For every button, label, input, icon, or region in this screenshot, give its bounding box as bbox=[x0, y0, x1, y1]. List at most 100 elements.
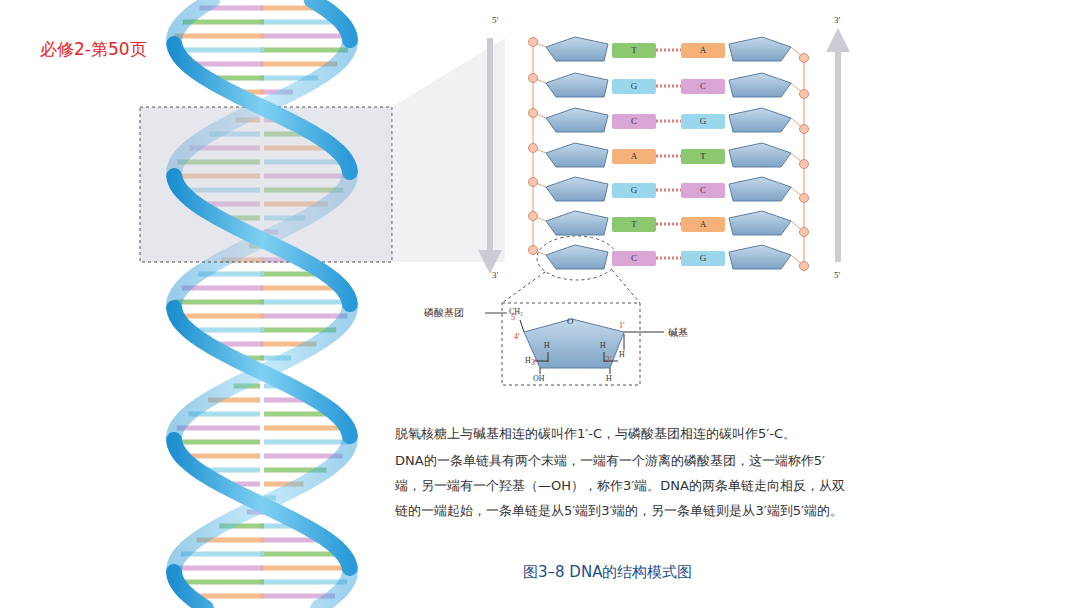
base-box: G bbox=[612, 79, 656, 94]
base-rung bbox=[176, 48, 264, 53]
end-label: 5′ bbox=[492, 15, 498, 25]
part-name: 磷酸基团 bbox=[424, 306, 464, 320]
bond bbox=[540, 368, 541, 374]
base-box: G bbox=[681, 251, 725, 266]
hydrogen-bond bbox=[656, 257, 681, 260]
base-box: T bbox=[612, 217, 656, 232]
helix-ribbon bbox=[174, 44, 350, 608]
base-rung bbox=[260, 48, 348, 53]
hydrogen-bond bbox=[656, 120, 681, 123]
hydrogen-bond bbox=[656, 85, 681, 88]
phosphate bbox=[529, 246, 538, 255]
phosphate bbox=[529, 38, 538, 47]
base-letter: C bbox=[700, 81, 706, 91]
base-letter: G bbox=[631, 185, 638, 195]
deoxyribose bbox=[546, 245, 608, 269]
zoom-line bbox=[502, 272, 545, 303]
zoom-projection bbox=[392, 38, 505, 262]
atom-label: H bbox=[619, 350, 625, 359]
atom-label: H bbox=[600, 341, 606, 350]
hydrogen-bond bbox=[656, 223, 681, 226]
base-letter: G bbox=[631, 81, 638, 91]
carbon-number: 3′ bbox=[531, 358, 537, 367]
base-letter: C bbox=[631, 253, 637, 263]
part-name: 碱基 bbox=[668, 326, 688, 340]
base-rung bbox=[264, 440, 350, 445]
deoxyribose bbox=[729, 245, 791, 269]
atom-label: H bbox=[525, 356, 531, 365]
base-rung bbox=[260, 300, 350, 305]
base-rung bbox=[175, 34, 264, 39]
base-box: T bbox=[612, 43, 656, 58]
note: 脱氧核糖上与碱基相连的碳叫作1′-C，与磷酸基团相连的碳叫作5′-C。 bbox=[395, 424, 796, 444]
phosphate bbox=[800, 90, 809, 99]
base-letter: C bbox=[700, 185, 706, 195]
page-ref: 必修2-第50页 bbox=[40, 38, 147, 61]
base-rung bbox=[260, 566, 350, 571]
base-box: G bbox=[681, 114, 725, 129]
base-box: C bbox=[612, 251, 656, 266]
atom-label: H bbox=[606, 374, 612, 383]
phosphate bbox=[800, 194, 809, 203]
phosphate bbox=[529, 212, 538, 221]
base-letter: T bbox=[631, 219, 637, 229]
figure-caption: 图3–8 DNA的结构模式图 bbox=[523, 563, 692, 582]
note: DNA的一条单链具有两个末端，一端有一个游离的磷酸基团，这一端称作5′端，另一端… bbox=[395, 448, 850, 523]
deoxyribose bbox=[729, 177, 791, 201]
base-rung bbox=[174, 440, 260, 445]
base-letter: A bbox=[700, 219, 707, 229]
base-rung bbox=[260, 580, 347, 585]
zoom-box bbox=[502, 303, 640, 385]
base-letter: T bbox=[700, 151, 706, 161]
hydrogen-bond bbox=[656, 155, 681, 158]
deoxyribose bbox=[546, 108, 608, 132]
strand-direction-arrow bbox=[487, 38, 493, 262]
atom-label: H bbox=[544, 341, 550, 350]
deoxyribose bbox=[546, 73, 608, 97]
end-label: 5′ bbox=[834, 270, 840, 280]
carbon-number: 1′ bbox=[619, 321, 625, 330]
deoxyribose bbox=[729, 143, 791, 167]
base-letter: T bbox=[631, 45, 637, 55]
bond bbox=[520, 320, 524, 332]
base-letter: A bbox=[631, 151, 638, 161]
base-rung bbox=[260, 314, 348, 319]
base-rung bbox=[177, 426, 260, 431]
atom-label: OH bbox=[533, 374, 545, 383]
carbon-number: 2′ bbox=[606, 355, 612, 364]
phosphate bbox=[800, 160, 809, 169]
bond bbox=[624, 332, 664, 333]
base-box: A bbox=[681, 43, 725, 58]
carbon-number: 4′ bbox=[514, 332, 520, 341]
base-rung bbox=[176, 314, 264, 319]
base-box: A bbox=[681, 217, 725, 232]
base-box: C bbox=[681, 183, 725, 198]
base-rung bbox=[264, 426, 347, 431]
base-box: G bbox=[612, 183, 656, 198]
atom-label: O bbox=[567, 316, 574, 326]
phosphate bbox=[529, 109, 538, 118]
deoxyribose bbox=[546, 177, 608, 201]
base-letter: A bbox=[700, 45, 707, 55]
carbon-number: 5′ bbox=[511, 313, 517, 322]
deoxyribose bbox=[546, 143, 608, 167]
deoxyribose bbox=[546, 211, 608, 235]
base-rung bbox=[174, 300, 264, 305]
base-letter: G bbox=[700, 253, 707, 263]
phosphate bbox=[529, 74, 538, 83]
base-box: T bbox=[681, 149, 725, 164]
leader-line bbox=[485, 313, 507, 314]
base-box: C bbox=[612, 114, 656, 129]
deoxyribose bbox=[729, 37, 791, 61]
base-box: C bbox=[681, 79, 725, 94]
bond bbox=[610, 368, 611, 374]
base-letter: C bbox=[631, 116, 637, 126]
base-letter: G bbox=[700, 116, 707, 126]
phosphate bbox=[800, 125, 809, 134]
zoom-line bbox=[612, 270, 640, 303]
deoxyribose bbox=[729, 211, 791, 235]
phosphate bbox=[529, 144, 538, 153]
base-rung bbox=[174, 566, 264, 571]
deoxyribose bbox=[546, 37, 608, 61]
